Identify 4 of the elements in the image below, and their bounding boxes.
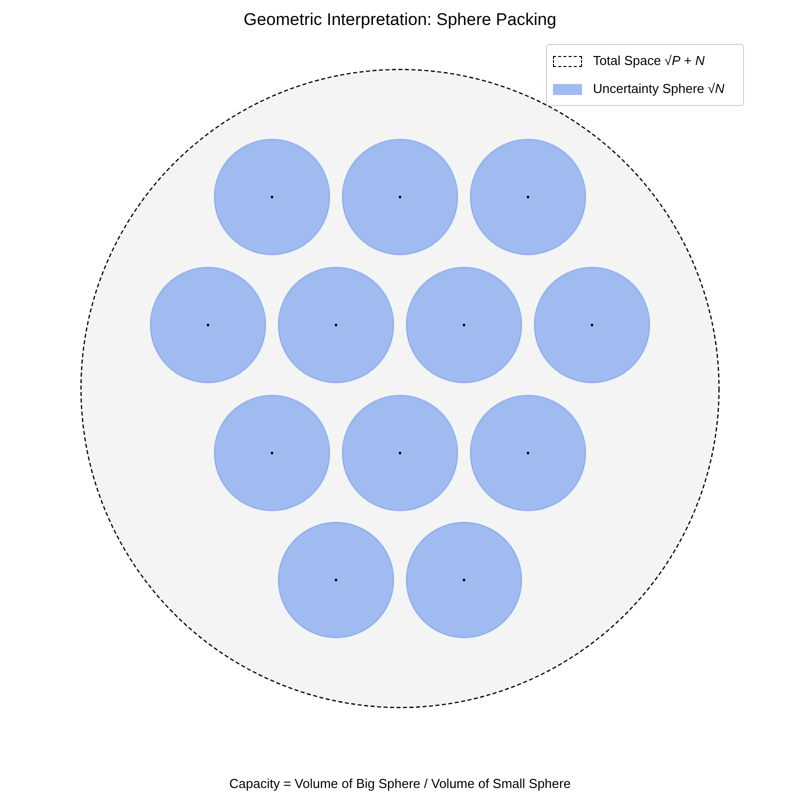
caption: Capacity = Volume of Big Sphere / Volume of Small Sphere (228, 775, 572, 792)
legend-label: Total Space √P + N (593, 53, 705, 69)
legend-label: Uncertainty Sphere √N (593, 81, 724, 97)
chart-title: Geometric Interpretation: Sphere Packing (242, 9, 558, 31)
